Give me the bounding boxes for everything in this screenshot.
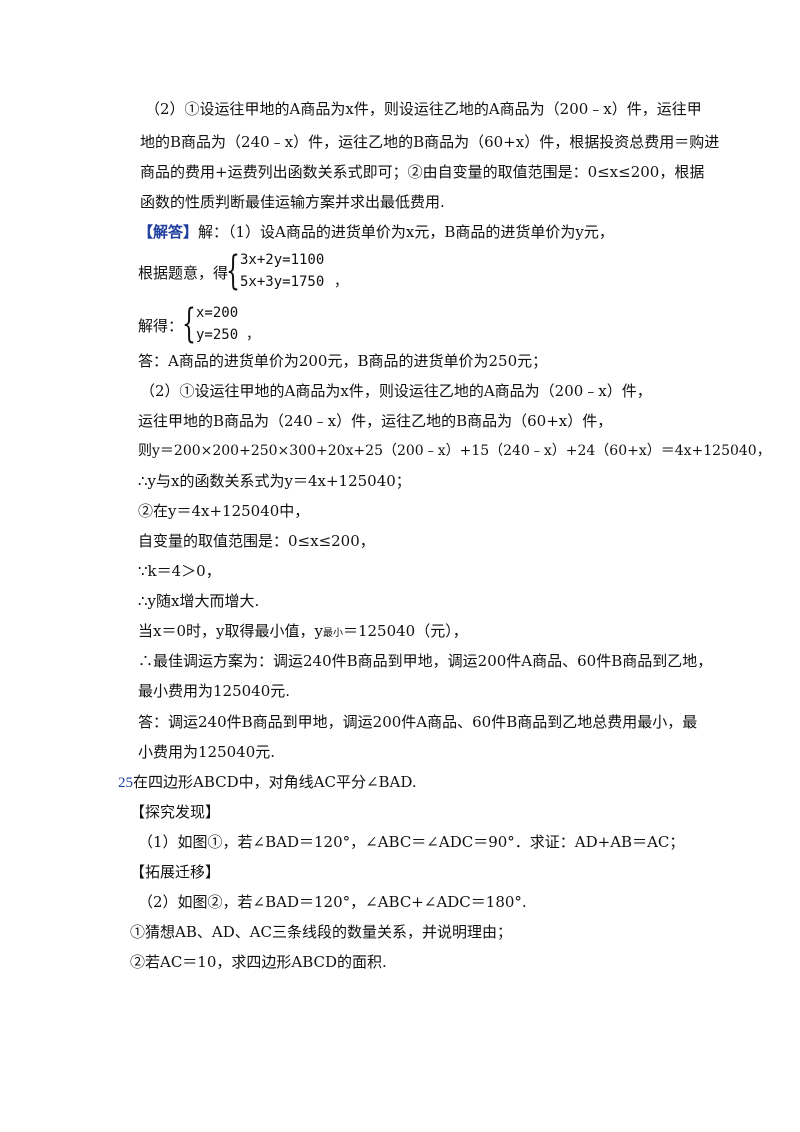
- answer-2a: 答：调运240件B商品到甲地，调运200件A商品、60件B商品到乙地总费用最小，…: [138, 713, 698, 731]
- solution-line-1: 【解答】解：（1）设A商品的进货单价为x元，B商品的进货单价为y元，: [138, 221, 614, 243]
- solution-tag: 【解答】: [138, 223, 199, 241]
- section-explore: 【探究发现】: [130, 803, 221, 821]
- solution-p2-d: ∴y与x的函数关系式为y＝4x+125040；: [138, 472, 411, 490]
- equation-system-2: { x=200 y=250 ，: [182, 302, 282, 348]
- question-1: （1）如图①，若∠BAD＝120°，∠ABC＝∠ADC＝90°．求证：AD+AB…: [138, 833, 685, 851]
- brace-icon: {: [182, 301, 196, 347]
- equation-system-1: { 3x+2y=1100 5x+3y=1750 ，: [226, 248, 348, 295]
- min-value-prefix: 当x＝0时，y取得最小值，y: [138, 622, 323, 640]
- question-2-part-1: ①猜想AB、AD、AC三条线段的数量关系，并说明理由；: [130, 923, 513, 941]
- analysis-line-1: （2）①设运往甲地的A商品为x件，则设运往乙地的A商品为（200﹣x）件，运往甲: [145, 100, 702, 118]
- analysis-line-4: 函数的性质判断最佳运输方案并求出最低费用.: [140, 193, 445, 211]
- solution-p2-e: ②在y＝4x+125040中，: [138, 502, 310, 520]
- system1-eq-1: 3x+2y=1100: [240, 252, 325, 268]
- solution-p2-b: 运往甲地的B商品为（240﹣x）件，运往乙地的B商品为（60+x）件，: [138, 412, 613, 430]
- system2-suffix: ，: [246, 327, 260, 343]
- problem-stem: 在四边形ABCD中，对角线AC平分∠BAD.: [133, 773, 417, 791]
- solution-p2-k: 最小费用为125040元.: [138, 682, 291, 700]
- question-2-part-2: ②若AC＝10，求四边形ABCD的面积.: [130, 953, 387, 971]
- answer-1: 答：A商品的进货单价为200元，B商品的进货单价为250元；: [138, 352, 548, 370]
- question-2: （2）如图②，若∠BAD＝120°，∠ABC+∠ADC＝180°.: [138, 893, 527, 911]
- solution-line-3-label: 解得：: [138, 317, 184, 335]
- problem-25-stem-line: 25在四边形ABCD中，对角线AC平分∠BAD.: [118, 771, 417, 794]
- solution-p2-f: 自变量的取值范围是：0≤x≤200，: [138, 532, 375, 550]
- answer-2b: 小费用为125040元.: [138, 743, 276, 761]
- system2-eq-1: x=200: [196, 305, 239, 321]
- analysis-line-2: 地的B商品为（240﹣x）件，运往乙地的B商品为（60+x）件，根据投资总费用＝…: [140, 133, 720, 151]
- system2-eq-2: y=250: [196, 327, 239, 343]
- solution-line-2-label: 根据题意，得: [138, 264, 229, 282]
- solution-p2-a: （2）①设运往甲地的A商品为x件，则设运往乙地的A商品为（200﹣x）件，: [140, 382, 652, 400]
- problem-number: 25: [118, 775, 133, 791]
- system1-suffix: ，: [334, 274, 348, 290]
- solution-p2-g: ∵k＝4＞0，: [138, 562, 221, 580]
- brace-icon: {: [226, 248, 240, 294]
- section-extend: 【拓展迁移】: [130, 863, 221, 881]
- analysis-line-3: 商品的费用+运费列出函数关系式即可；②由自变量的取值范围是：0≤x≤200，根据: [140, 163, 705, 181]
- solution-p2-h: ∴y随x增大而增大.: [138, 592, 260, 610]
- solution-p2-j: ∴最佳调运方案为：调运240件B商品到甲地，调运200件A商品、60件B商品到乙…: [138, 652, 713, 670]
- solution-intro: 解：（1）设A商品的进货单价为x元，B商品的进货单价为y元，: [198, 223, 614, 241]
- system1-eq-2: 5x+3y=1750: [240, 274, 325, 290]
- solution-p2-i: 当x＝0时，y取得最小值，y最小＝125040（元），: [138, 620, 468, 645]
- min-value-suffix: ＝125040（元），: [342, 622, 468, 640]
- solution-p2-c: 则y＝200×200+250×300+20x+25（200﹣x）+15（240﹣…: [138, 443, 771, 459]
- min-subscript: 最小: [322, 628, 343, 639]
